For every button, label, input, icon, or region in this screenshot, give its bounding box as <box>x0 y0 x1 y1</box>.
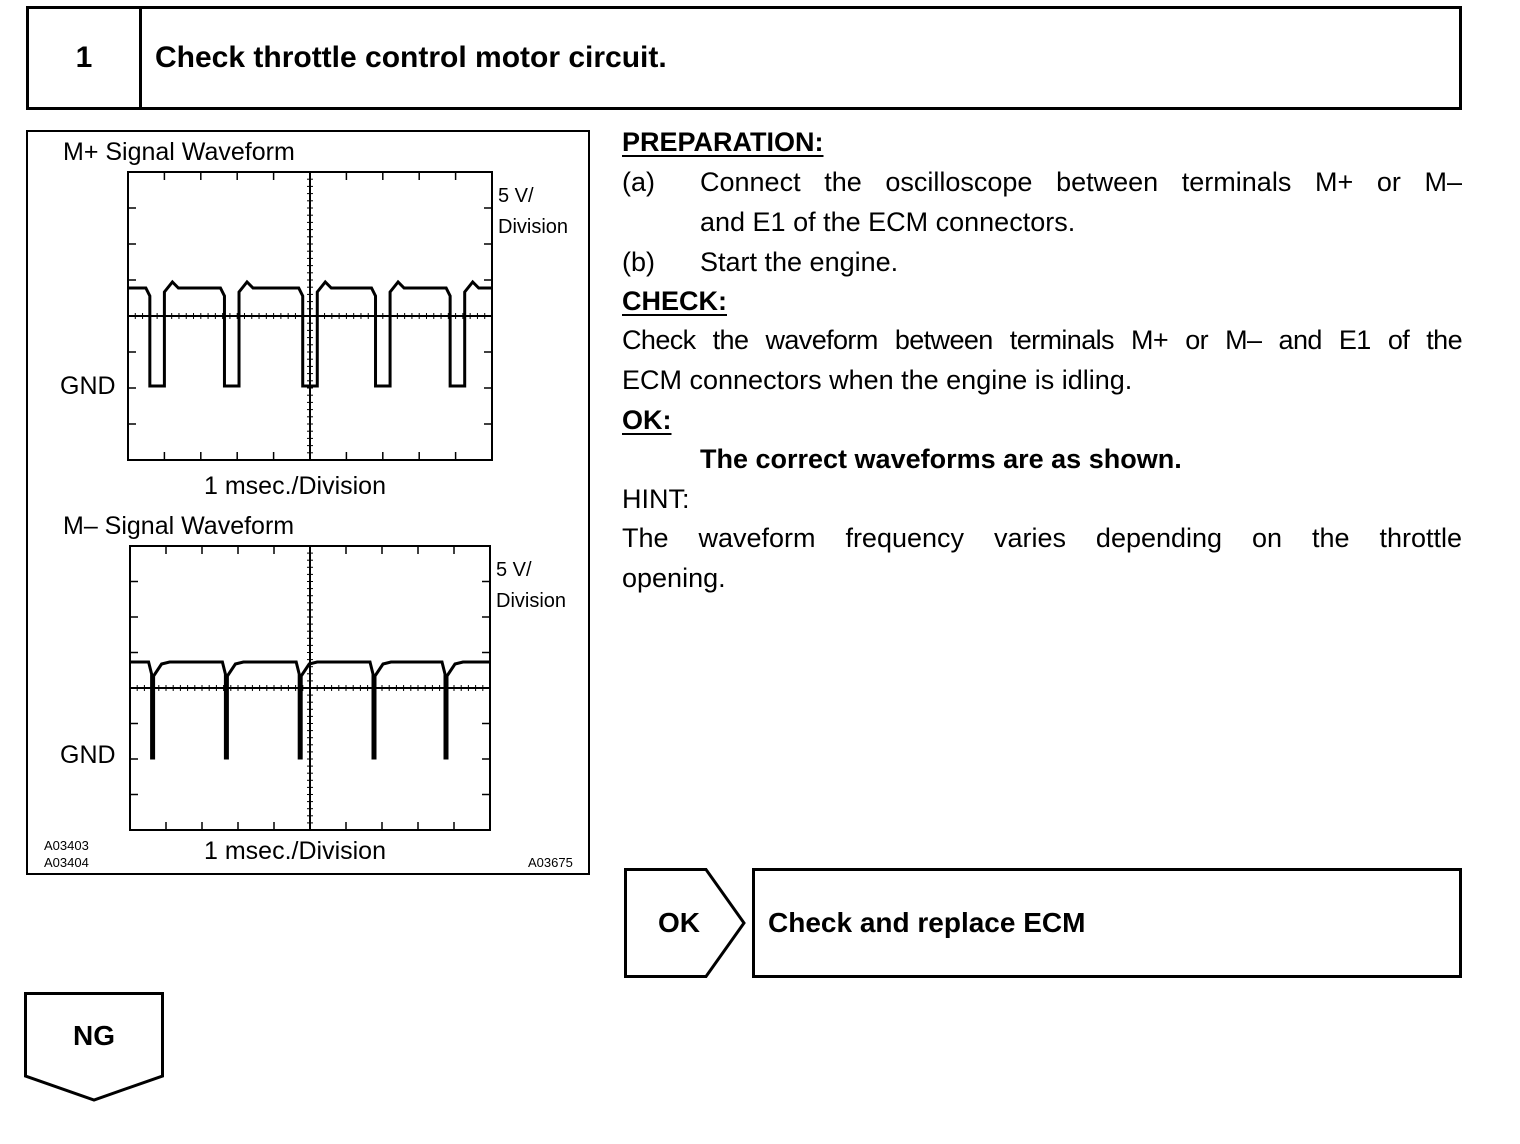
check-text: Check the waveform between terminals M+ … <box>622 325 1463 355</box>
waveform-trace-m-minus <box>130 660 490 760</box>
volts-per-division-label: 5 V/ <box>496 559 532 581</box>
hint-text: The waveform frequency varies depending … <box>622 523 1462 553</box>
volts-per-division-label: 5 V/ <box>498 185 534 207</box>
instruction-text: and E1 of the ECM connectors. <box>700 207 1076 237</box>
time-per-division-label: 1 msec./Division <box>204 837 386 865</box>
gnd-label: GND <box>60 741 116 769</box>
waveform-title-m-minus: M– Signal Waveform <box>63 512 294 540</box>
ok-criteria: The correct waveforms are as shown. <box>700 444 1182 474</box>
ok-result-row: OK Check and replace ECM <box>624 868 1464 980</box>
volts-per-division-label: Division <box>496 590 566 612</box>
ok-label: OK <box>658 907 700 938</box>
waveform-title-m-plus: M+ Signal Waveform <box>63 138 295 166</box>
figure-code: A03675 <box>528 855 573 870</box>
ok-action-box: Check and replace ECM <box>752 868 1462 978</box>
waveform-figure: M+ Signal Waveform 5 V/ Division GND 1 m… <box>26 130 590 875</box>
figure-code: A03404 <box>44 855 89 870</box>
waveform-trace-m-plus <box>128 279 492 388</box>
volts-per-division-label: Division <box>498 216 568 238</box>
step-header: 1 Check throttle control motor circuit. <box>26 6 1462 110</box>
hint-text: opening. <box>622 563 726 593</box>
waveform-figure-drawing: M+ Signal Waveform 5 V/ Division GND 1 m… <box>44 138 573 870</box>
gnd-label: GND <box>60 372 116 400</box>
ok-arrow-shape <box>624 868 746 978</box>
instruction-text: Start the engine. <box>700 247 899 277</box>
figure-code: A03403 <box>44 838 89 853</box>
ng-arrow-shape <box>24 992 164 1102</box>
time-per-division-label: 1 msec./Division <box>204 472 386 500</box>
step-marker: (b) <box>622 247 655 277</box>
step-number: 1 <box>29 9 142 107</box>
ng-label: NG <box>73 1020 115 1051</box>
check-heading: CHECK: <box>622 286 727 316</box>
ok-heading: OK: <box>622 405 672 435</box>
step-title: Check throttle control motor circuit. <box>155 41 667 74</box>
step-marker: (a) <box>622 167 655 197</box>
check-text: ECM connectors when the engine is idling… <box>622 365 1133 395</box>
oscilloscope-grid-m-minus <box>129 545 491 831</box>
hint-heading: HINT: <box>622 484 690 514</box>
instruction-text: Connect the oscilloscope between termina… <box>700 167 1462 197</box>
oscilloscope-grid-m-plus <box>127 171 493 461</box>
preparation-heading: PREPARATION: <box>622 127 824 157</box>
